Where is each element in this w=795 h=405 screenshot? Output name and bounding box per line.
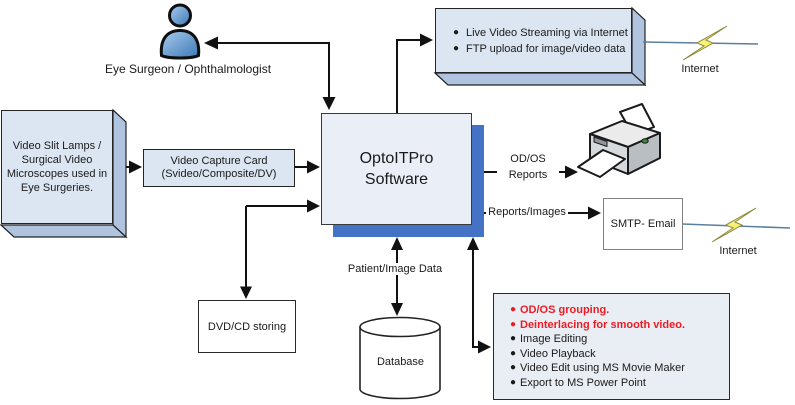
source-box-3d-sides bbox=[0, 108, 128, 239]
feature-item: ● Video Edit using MS Movie Maker bbox=[494, 361, 725, 376]
smtp-internet-link bbox=[681, 207, 791, 243]
source-box-line: Surgical Video bbox=[21, 154, 93, 166]
software-streaming-connector bbox=[396, 33, 433, 113]
surgeon-label: Eye Surgeon / Ophthalmologist bbox=[104, 62, 272, 76]
streaming-box-3d-sides bbox=[433, 6, 647, 87]
features-box: ● OD/OS grouping. ● Deinterlacing for sm… bbox=[493, 293, 730, 400]
internet-label-top: Internet bbox=[681, 63, 719, 75]
lightning-bolt-icon bbox=[682, 25, 728, 61]
bullet-icon: ● bbox=[452, 42, 460, 54]
source-capture-connector bbox=[126, 160, 142, 174]
odos-reports-label: OD/OS Reports bbox=[497, 151, 559, 183]
feature-item-label: Deinterlacing for smooth video. bbox=[520, 318, 686, 331]
features-software-connector bbox=[467, 237, 491, 354]
odos-line: Reports bbox=[508, 169, 548, 181]
feature-item: ● OD/OS grouping. bbox=[494, 303, 725, 318]
feature-item: ● Deinterlacing for smooth video. bbox=[494, 318, 725, 333]
source-box: Video Slit Lamps / Surgical Video Micros… bbox=[1, 110, 113, 224]
dvd-software-connector bbox=[240, 199, 320, 299]
software-title-line: Software bbox=[364, 171, 429, 188]
streaming-item-label: FTP upload for image/video data bbox=[466, 42, 626, 55]
reports-images-label: Reports/Images bbox=[486, 206, 568, 218]
feature-item-label: Video Playback bbox=[520, 347, 596, 360]
feature-item: ● Image Editing bbox=[494, 332, 725, 347]
dvd-box: DVD/CD storing bbox=[198, 300, 296, 353]
odos-line: OD/OS bbox=[510, 153, 546, 165]
streaming-item: ● Live Video Streaming via Internet bbox=[446, 26, 631, 40]
capture-card-line: Video Capture Card bbox=[170, 154, 268, 167]
smtp-box: SMTP- Email bbox=[603, 198, 683, 250]
source-box-line: Video Slit Lamps / bbox=[12, 140, 102, 152]
person-icon bbox=[159, 3, 201, 60]
feature-item-label: OD/OS grouping. bbox=[520, 304, 610, 316]
database-cylinder bbox=[359, 316, 441, 400]
bullet-icon: ● bbox=[509, 376, 517, 388]
smtp-label: SMTP- Email bbox=[610, 218, 676, 230]
capture-card-line: (Svideo/Composite/DV) bbox=[161, 168, 277, 180]
streaming-box: ● Live Video Streaming via Internet ● FT… bbox=[435, 8, 632, 73]
database-label: Database bbox=[376, 356, 425, 368]
capture-card-box: Video Capture Card (Svideo/Composite/DV) bbox=[143, 149, 295, 187]
capture-software-connector bbox=[295, 160, 320, 174]
source-box-line: Microscopes used in bbox=[6, 168, 108, 180]
software-title-line: OptoITPro bbox=[359, 150, 434, 167]
feature-item-label: Export to MS Power Point bbox=[520, 376, 646, 389]
printer-icon bbox=[577, 103, 661, 178]
bullet-icon: ● bbox=[509, 318, 517, 330]
bullet-icon: ● bbox=[452, 26, 460, 38]
streaming-internet-link bbox=[642, 25, 759, 61]
feature-item: ● Export to MS Power Point bbox=[494, 376, 725, 391]
feature-item-label: Video Edit using MS Movie Maker bbox=[520, 362, 685, 374]
internet-label-bottom: Internet bbox=[719, 245, 757, 257]
dvd-box-label: DVD/CD storing bbox=[207, 320, 287, 333]
bullet-icon: ● bbox=[509, 347, 517, 359]
bullet-icon: ● bbox=[509, 333, 517, 344]
patient-database-connector bbox=[391, 237, 403, 316]
streaming-item-label: Live Video Streaming via Internet bbox=[466, 26, 628, 39]
surgeon-software-connector bbox=[204, 36, 336, 110]
software-box: OptoITPro Software bbox=[321, 113, 472, 225]
lightning-bolt-icon bbox=[711, 207, 757, 243]
streaming-item: ● FTP upload for image/video data bbox=[446, 42, 631, 56]
bullet-icon: ● bbox=[509, 304, 517, 315]
source-box-line: Eye Surgeries. bbox=[20, 182, 94, 194]
bullet-icon: ● bbox=[509, 362, 517, 373]
feature-item: ● Video Playback bbox=[494, 347, 725, 362]
feature-item-label: Image Editing bbox=[520, 333, 588, 345]
patient-data-label: Patient/Image Data bbox=[337, 263, 453, 275]
